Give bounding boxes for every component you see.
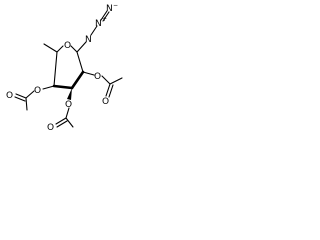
acetate4-ester-oxygen-label: O xyxy=(34,86,41,96)
azide-n2-charge: + xyxy=(102,16,107,23)
n2-n3-bond-b xyxy=(102,11,110,22)
c5-o-bond xyxy=(56,45,64,53)
acetate3-carbonyl-bond-b xyxy=(56,120,68,128)
azide-n2-label: N xyxy=(95,19,102,29)
c4-c5-bond xyxy=(53,51,58,87)
structure-diagram: O N N + N − O O O O O O xyxy=(0,0,127,138)
acetate3-ester-oxygen-label: O xyxy=(65,100,72,110)
acetate3-carbonyl-bond-a xyxy=(55,117,67,125)
acetate4-o-c-bond xyxy=(25,90,35,99)
acetate3-carbonyl-oxygen-label: O xyxy=(47,123,54,133)
c3-o-wedge xyxy=(67,88,72,100)
ring-oxygen-label: O xyxy=(64,41,71,51)
c1-c2-bond xyxy=(76,51,84,73)
acetate4-carbonyl-bond-a xyxy=(15,93,27,99)
azide-n3-label: N xyxy=(106,4,113,14)
azide-n3-charge: − xyxy=(113,2,118,9)
n2-n3-bond-a xyxy=(100,10,108,21)
acetate2-methyl-bond xyxy=(109,77,123,85)
acetate2-carbonyl-bond-b xyxy=(108,84,114,98)
acetate2-carbonyl-oxygen-label: O xyxy=(102,97,109,107)
acetate2-ester-oxygen-label: O xyxy=(94,72,101,82)
c5-methyl-bond xyxy=(43,43,58,53)
o-c1-bond xyxy=(70,45,78,53)
acetate2-carbonyl-bond-a xyxy=(105,83,111,97)
n1-n2-bond xyxy=(90,25,98,36)
c4-o-bond xyxy=(42,85,55,90)
acetate4-methyl-bond xyxy=(25,97,28,111)
molecule-drawing: O N N + N − O O O O O O xyxy=(6,2,123,133)
acetate4-carbonyl-oxygen-label: O xyxy=(6,91,13,101)
acetate3-o-c-bond xyxy=(65,107,70,119)
c2-o-bond xyxy=(82,71,95,76)
c1-azide-bond xyxy=(76,41,87,53)
acetate4-carbonyl-bond-b xyxy=(14,96,26,102)
azide-n1-label: N xyxy=(85,35,92,45)
c3-c4-bond xyxy=(52,84,74,90)
c2-c3-bond xyxy=(70,70,85,90)
acetate3-methyl-bond xyxy=(65,117,74,128)
acetate2-o-c-bond xyxy=(101,75,111,85)
